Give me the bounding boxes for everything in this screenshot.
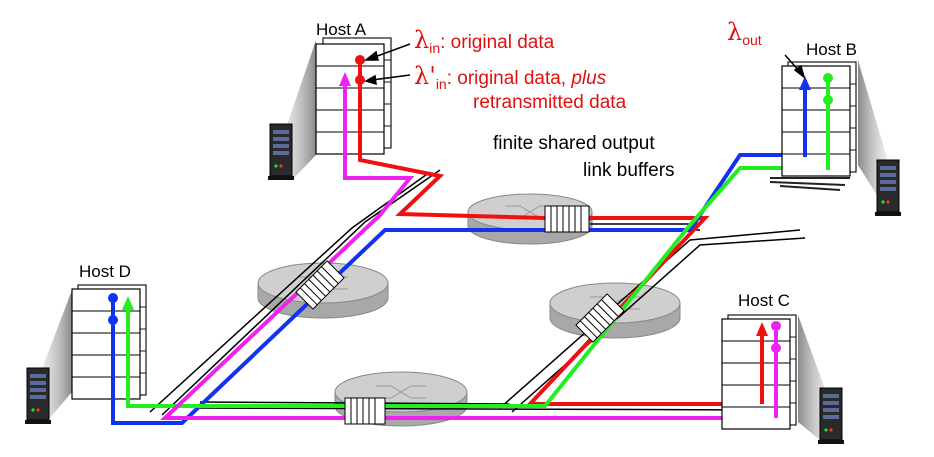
buffer-icon-bottom <box>344 397 386 425</box>
server-icon-host-b <box>874 159 902 217</box>
lambda-out-annotation: λout <box>727 18 762 48</box>
lambda-prime-in-subscript: in <box>435 76 447 92</box>
host-d-stack <box>71 284 147 400</box>
lambda-symbol: λ <box>414 26 430 54</box>
buffers-label-line2: link buffers <box>583 160 675 181</box>
retransmitted-data-label: retransmitted data <box>473 92 627 113</box>
lambda-prime-in-text-1: : original data, <box>446 68 572 89</box>
flow-overlays <box>111 62 830 423</box>
server-icon-host-c <box>817 387 845 445</box>
host-b-stack <box>769 61 857 191</box>
lambda-in-subscript: in <box>429 40 441 56</box>
lambda-out-subscript: out <box>742 32 762 48</box>
lambda-prime-in-text-plus: plus <box>571 68 607 89</box>
lambda-out-symbol: λ <box>727 18 743 46</box>
host-b-label: Host B <box>806 40 858 59</box>
lambda-prime-in-annotation: λ'in: original data, plus <box>414 62 607 92</box>
buffer-icon-left <box>295 260 345 310</box>
server-icon-host-a <box>267 123 295 181</box>
server-icon-host-d <box>24 367 52 425</box>
buffer-icon-right <box>575 293 625 343</box>
lambda-prime-symbol: λ' <box>414 62 436 90</box>
flow-magenta <box>159 82 778 420</box>
host-c-label: Host C <box>738 291 790 310</box>
lambda-in-annotation: λin: original data <box>414 26 555 56</box>
annotation-arrows <box>363 43 806 86</box>
host-a-label: Host A <box>316 20 367 39</box>
buffers-label-line1: finite shared output <box>493 133 655 154</box>
lambda-in-text: : original data <box>440 32 555 53</box>
host-d-label: Host D <box>79 262 131 281</box>
buffer-icon-top <box>544 205 590 233</box>
